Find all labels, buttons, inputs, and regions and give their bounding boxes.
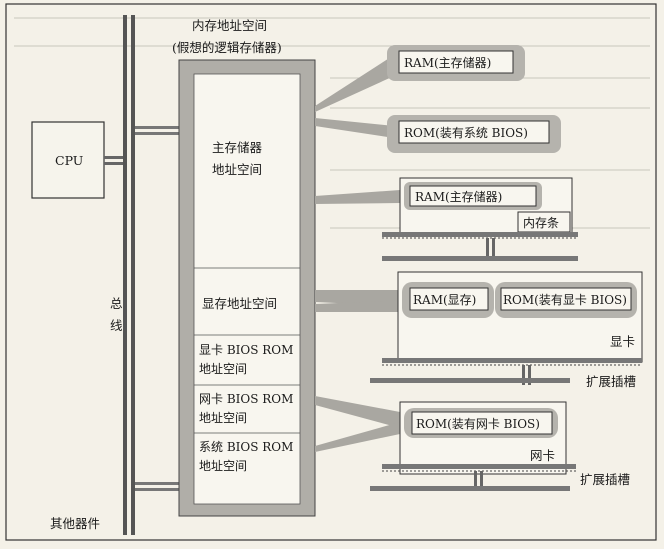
bus-label-2: 线	[110, 318, 123, 333]
rom-system-bios-label: ROM(装有系统 BIOS)	[404, 126, 528, 140]
expansion-slot-label-2: 扩展插槽	[580, 472, 630, 487]
video-memory-space-label: 显存地址空间	[202, 296, 277, 311]
sys-bios-space-label-1: 系统 BIOS ROM	[199, 440, 293, 454]
vga-bios-space-label-1: 显卡 BIOS ROM	[199, 343, 293, 357]
nic-bios-space-label-2: 地址空间	[199, 411, 247, 425]
nic-bios-space-label-1: 网卡 BIOS ROM	[199, 392, 293, 406]
ram-video-label: RAM(显存)	[413, 293, 476, 307]
cpu-block	[31, 121, 123, 199]
network-card	[370, 401, 576, 491]
rom-video-bios-label: ROM(装有显卡 BIOS)	[503, 293, 627, 307]
video-card-caption: 显卡	[610, 334, 635, 349]
memory-stick-caption: 内存条	[523, 216, 559, 230]
ram-stick-label: RAM(主存储器)	[415, 189, 502, 204]
video-card	[370, 271, 643, 385]
main-memory-space-label-2: 地址空间	[212, 162, 262, 177]
ram-main-label: RAM(主存储器)	[404, 55, 491, 70]
bus-label-1: 总	[110, 296, 123, 311]
ram-main-block	[387, 45, 525, 81]
main-memory-space-label-1: 主存储器	[212, 140, 263, 155]
cpu-label: CPU	[55, 153, 83, 168]
rom-nic-bios-label: ROM(装有网卡 BIOS)	[416, 417, 540, 431]
network-card-caption: 网卡	[530, 448, 555, 463]
sys-bios-space-label-2: 地址空间	[199, 459, 247, 473]
memory-space-title-1: 内存地址空间	[192, 18, 267, 33]
expansion-slot-label-1: 扩展插槽	[586, 374, 636, 389]
memory-address-space	[178, 59, 316, 517]
vga-bios-space-label-2: 地址空间	[199, 362, 247, 376]
bus-branches	[135, 126, 179, 491]
other-devices-label: 其他器件	[50, 516, 100, 531]
mapping-beams	[315, 55, 498, 452]
memory-stick	[382, 177, 578, 261]
system-bus	[123, 15, 135, 535]
memory-space-title-2: (假想的逻辑存储器)	[172, 40, 282, 55]
rom-system-bios-block	[387, 115, 561, 153]
